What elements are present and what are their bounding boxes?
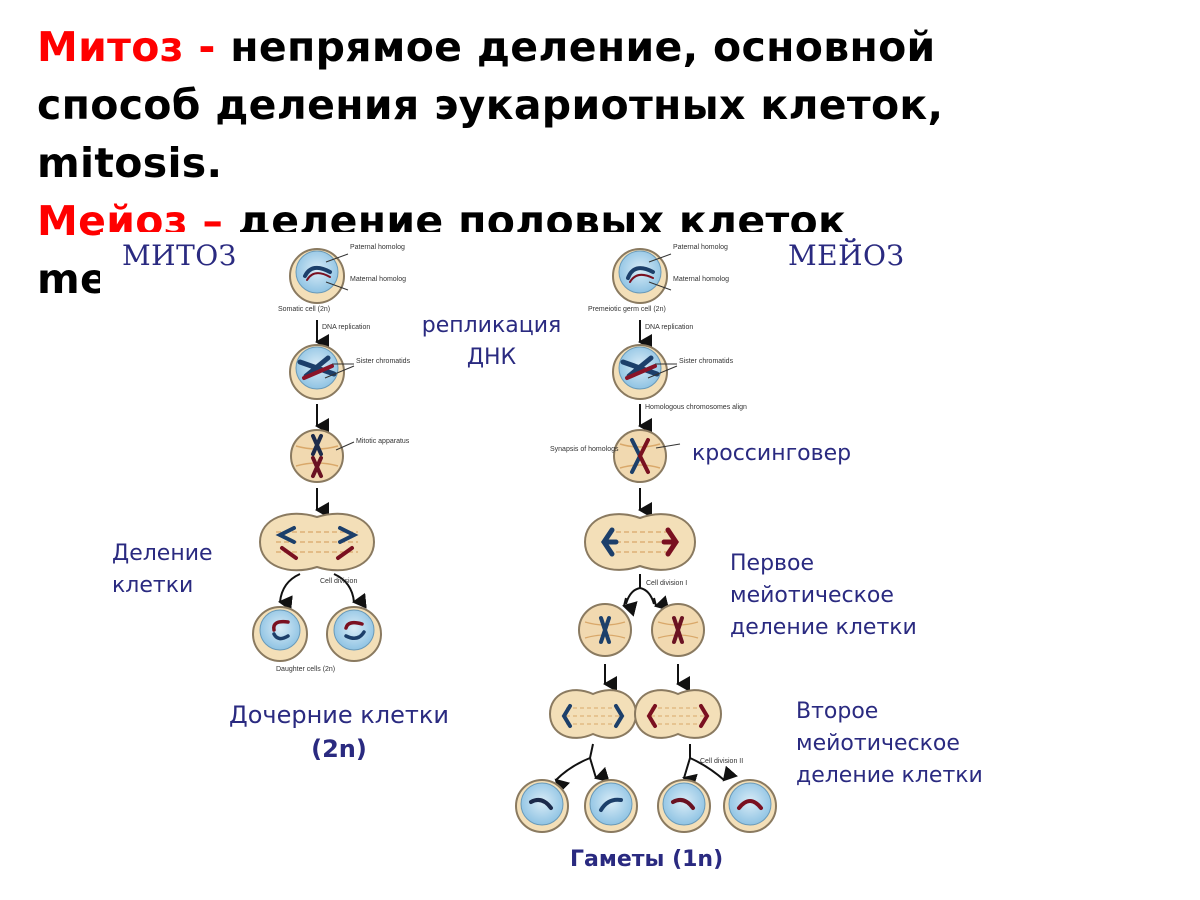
mitosis-anaphase-cell [258,512,376,572]
gamete-cell-3 [657,779,711,833]
homologous-align-label: Homologous chromosomes align [645,404,747,411]
meiosis-title: МЕЙОЗ [788,239,905,272]
mitosis-definition-line-3: mitosis. [37,139,223,187]
mitosis-somatic-cell [289,248,345,304]
meiosis-division-1-cell-right [651,603,705,657]
somatic-cell-label: Somatic cell (2n) [278,306,331,313]
gametes-label: Гаметы (1n) [570,847,724,872]
sister-chromatids-label-mitosis: Sister chromatids [356,358,411,365]
meiosis-anaphase-1-cell [583,513,697,571]
dna-replication-label-mitosis: DNA replication [322,324,371,331]
mitosis-daughter-cell-left [252,606,308,662]
crossing-over-label: кроссинговер [692,441,852,466]
meiosis-premeiotic-cell [612,248,668,304]
meiosis-definition-line-2: me [37,255,109,303]
mitosis-meiosis-diagram: МИТОЗ МЕЙОЗ репликация ДНК кроссинговер … [100,232,1040,900]
replication-label: репликация ДНК [421,313,562,370]
maternal-homolog-label-mitosis: Maternal homolog [350,276,407,283]
cell-division-2-label: Cell division II [700,758,744,765]
mitosis-daughter-cell-right [326,606,382,662]
gamete-cell-1 [515,779,569,833]
meiosis-anaphase-2-cell-left [548,689,638,739]
mitosis-definition-line-2: способ деления эукариотных клеток, [37,81,944,129]
premeiotic-cell-label: Premeiotic germ cell (2n) [588,306,666,313]
paternal-homolog-label-mitosis: Paternal homolog [350,244,405,251]
synapsis-label: Synapsis of homologs [550,446,619,453]
paternal-homolog-label-meiosis: Paternal homolog [673,244,728,251]
mitosis-metaphase-cell [290,429,344,483]
second-meiotic-division-label: Второе мейотическое деление клетки [796,699,983,788]
cell-division-1-label: Cell division I [646,580,688,587]
gamete-cell-2 [584,779,638,833]
meiosis-replicated-cell [612,344,668,400]
mitosis-definition: Митоз - непрямое деление, основной [37,23,936,71]
mitosis-term: Митоз - [37,23,216,71]
mitosis-title: МИТОЗ [122,239,237,272]
sister-chromatids-label-meiosis: Sister chromatids [679,358,734,365]
mitosis-replicated-cell [289,344,345,400]
diagram-graphics [252,248,777,833]
daughter-cells-small-label: Daughter cells (2n) [276,666,336,673]
dna-replication-label-meiosis: DNA replication [645,324,694,331]
daughter-cells-label: Дочерние клетки (2n) [229,701,449,763]
maternal-homolog-label-meiosis: Maternal homolog [673,276,730,283]
mitotic-apparatus-label: Mitotic apparatus [356,438,410,445]
cell-division-small-label: Cell division [320,578,358,585]
cell-division-label: Деление клетки [112,541,213,598]
first-meiotic-division-label: Первое мейотическое деление клетки [730,551,917,640]
gamete-cell-4 [723,779,777,833]
meiosis-division-1-cell-left [578,603,632,657]
meiosis-synapsis-cell [613,429,667,483]
meiosis-anaphase-2-cell-right [633,689,723,739]
